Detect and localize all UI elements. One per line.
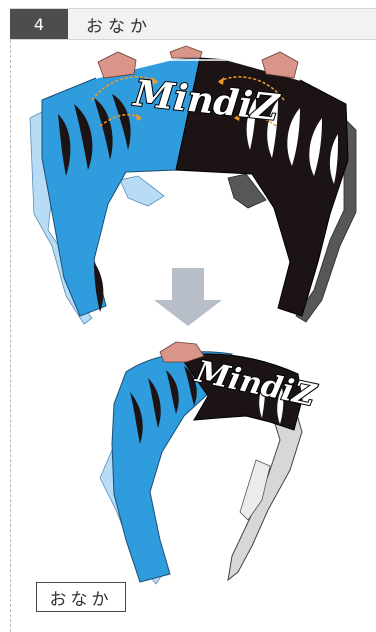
tan-tab-left [98, 52, 136, 78]
assembled-piece: MindiZ [100, 342, 319, 584]
glue-flap-left-lower [120, 176, 164, 206]
part-name-label: おなか [36, 582, 126, 612]
down-arrow-icon [154, 268, 222, 326]
down-arrow-head [154, 300, 222, 326]
down-arrow-shaft [172, 268, 204, 300]
tan-tab-right [262, 52, 298, 78]
tan-tab-center [170, 46, 202, 58]
